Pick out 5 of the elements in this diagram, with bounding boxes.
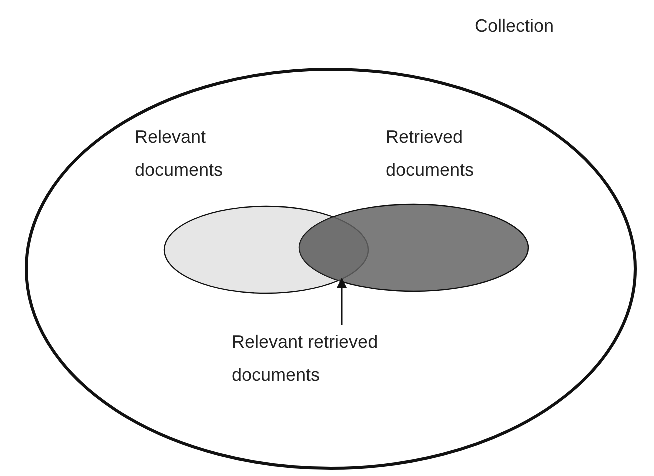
callout-text: Relevant retrieved documents [232,326,462,392]
arrow [336,278,348,325]
set-label: Retrieved documents [386,126,476,182]
set-label: Relevant documents [135,126,224,182]
set-label: Collection [475,15,556,38]
